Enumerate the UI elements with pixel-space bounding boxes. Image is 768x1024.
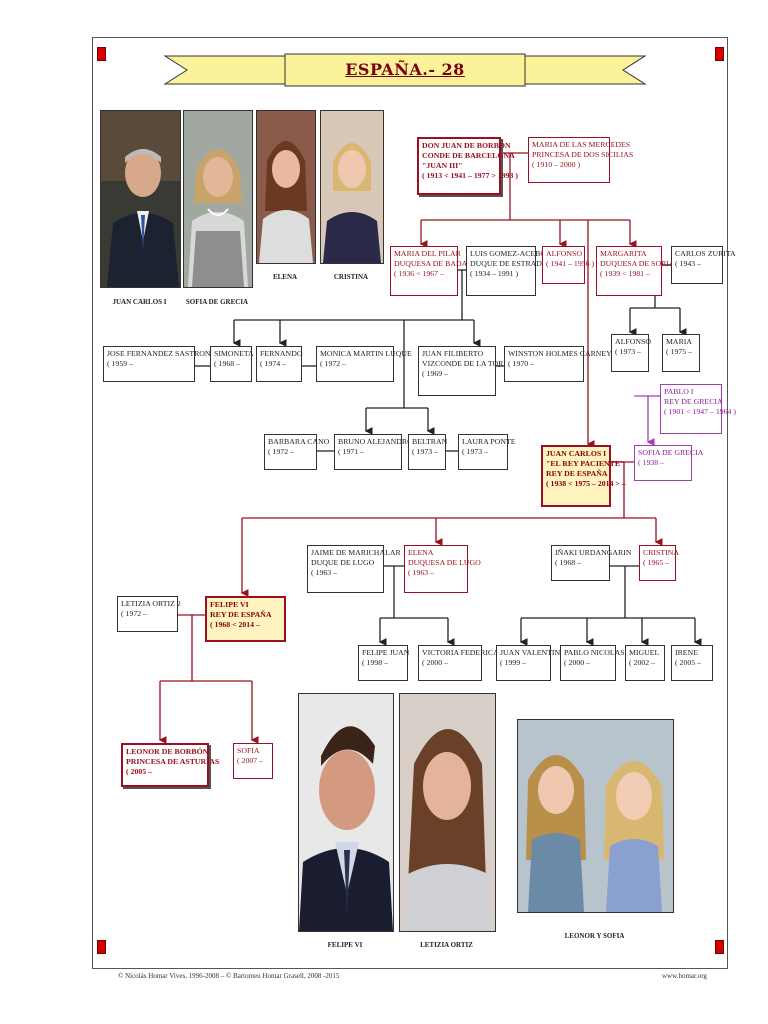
caption-letizia: LETIZIA ORTIZ <box>420 941 473 949</box>
person-simoneta: SIMONETA( 1968 – <box>210 346 254 382</box>
person-sofia-grecia: SOFIA DE GRECIA( 1938 – <box>634 445 703 481</box>
person-letizia-box: LETIZIA ORTIZ 2( 1972 – <box>117 596 181 632</box>
ribbon-shape <box>163 53 647 87</box>
photo-cristina <box>320 110 384 264</box>
person-alfonso-1941: ALFONSO( 1941 – 1956 ) <box>542 246 594 284</box>
person-miguel: MIGUEL( 2002 – <box>625 645 665 681</box>
person-beltran: BELTRAN( 1973 – <box>408 434 447 470</box>
corner-marker <box>715 47 724 61</box>
corner-marker <box>97 940 106 954</box>
photo-elena <box>256 110 316 264</box>
photo-leonor-sofia <box>517 719 674 913</box>
page-title: ESPAÑA.- 28 <box>345 60 465 79</box>
corner-marker <box>715 940 724 954</box>
person-juan-valentin: JUAN VALENTIN( 1999 – <box>496 645 560 681</box>
caption-felipe: FELIPE VI <box>327 941 363 949</box>
photo-felipe <box>298 693 394 932</box>
person-carlos-zurita: CARLOS ZURITA( 1943 – <box>671 246 736 284</box>
person-cristina-box: CRISTINA( 1965 – <box>639 545 679 581</box>
footer-website[interactable]: www.homar.org <box>662 972 707 980</box>
person-winston: WINSTON HOLMES CARNEY( 1970 – <box>504 346 612 382</box>
caption-leonor-sofia: LEONOR Y SOFIA <box>564 932 625 940</box>
caption-sofia: SOFIA DE GRECIA <box>185 298 249 306</box>
caption-elena: ELENA <box>272 273 298 281</box>
footer-copyright: © Nicolás Homar Vives, 1996-2008 – © Bar… <box>118 972 340 980</box>
person-pablo-nicolas: PABLO NICOLAS( 2000 – <box>560 645 625 681</box>
person-irene: IRENE( 2005 – <box>671 645 713 681</box>
photo-juan-carlos <box>100 110 181 288</box>
person-victoria: VICTORIA FEDERICA( 2000 – <box>418 645 499 681</box>
person-juan-carlos-i: JUAN CARLOS I"EL REY PACIENTE"REY DE ESP… <box>541 445 626 507</box>
caption-cristina: CRISTINA <box>333 273 369 281</box>
person-alfonso-1973: ALFONSO( 1973 – <box>611 334 651 372</box>
title-ribbon: ESPAÑA.- 28 <box>163 52 647 88</box>
person-maria-1975: MARIA( 1975 – <box>662 334 700 372</box>
photo-sofia <box>183 110 253 288</box>
photo-letizia <box>399 693 496 932</box>
person-felipe-juan: FELIPE JUAN( 1998 – <box>358 645 409 681</box>
person-sofia-2007: SOFIA( 2007 – <box>233 743 273 779</box>
person-barbara: BARBARA CANO( 1972 – <box>264 434 329 470</box>
caption-juan-carlos: JUAN CARLOS I <box>112 298 167 306</box>
corner-marker <box>97 47 106 61</box>
person-laura: LAURA PONTE( 1973 – <box>458 434 516 470</box>
person-bruno: BRUNO ALEJANDRO( 1971 – <box>334 434 413 470</box>
person-fernando: FERNANDO( 1974 – <box>256 346 302 382</box>
person-inaki: IÑAKI URDANGARIN( 1968 – <box>551 545 631 581</box>
page-frame <box>92 37 728 969</box>
person-monica: MONICA MARTIN LUQUE( 1972 – <box>316 346 412 382</box>
person-jose-fernandez: JOSE FERNANDEZ SASTRON( 1959 – <box>103 346 211 382</box>
